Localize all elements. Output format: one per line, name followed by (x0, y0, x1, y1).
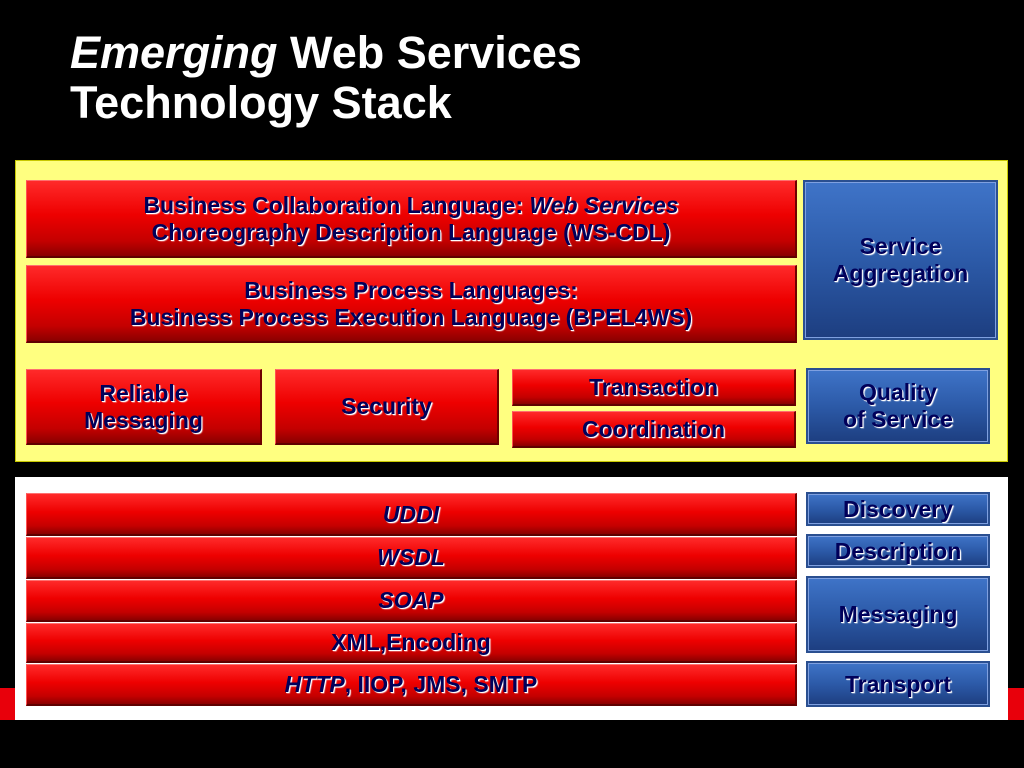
reliable-line2: Messaging (84, 406, 203, 433)
security-box: Security (275, 369, 499, 445)
wsdl-layer: WSDL (26, 537, 797, 579)
soap-layer: SOAP (26, 580, 797, 622)
slide-title: Emerging Web Services Technology Stack (70, 28, 582, 128)
transport-box: Transport (806, 661, 990, 707)
description-box: Description (806, 534, 990, 568)
title-emphasis: Emerging (70, 27, 278, 78)
messaging-box: Messaging (806, 576, 990, 653)
uddi-label: UDDI (382, 500, 440, 527)
bpl-line1: Business Process Languages: (244, 276, 578, 303)
description-label: Description (834, 537, 962, 564)
service-aggregation-box: Service Aggregation (803, 180, 998, 340)
qos-line2: of Service (843, 406, 953, 432)
transport-protocols-layer: HTTP, IIOP, JMS, SMTP (26, 664, 797, 706)
xml-encoding-layer: XML,Encoding (26, 623, 797, 663)
wsdl-label: WSDL (377, 544, 445, 570)
title-line1: Web Services (277, 27, 582, 78)
coordination-label: Coordination (581, 415, 726, 442)
http-label: HTTP (284, 671, 345, 697)
service-aggregation-line2: Aggregation (832, 260, 969, 286)
reliable-messaging-box: Reliable Messaging (26, 369, 262, 445)
quality-of-service-box: Quality of Service (806, 368, 990, 444)
transaction-box: Transaction (512, 369, 796, 406)
uddi-layer: UDDI (26, 493, 797, 536)
bpl-line2: Business Process Execution Language (BPE… (129, 303, 693, 330)
soap-label: SOAP (378, 587, 444, 613)
transport-label: Transport (844, 670, 952, 697)
bpel-layer: Business Process Languages: Business Pro… (26, 265, 797, 343)
bcl-label: Business Collaboration Language: (143, 191, 530, 218)
bcl-line2: Choreography Description Language (WS-CD… (151, 218, 671, 245)
ws-cdl-layer: Business Collaboration Language: Web Ser… (26, 180, 797, 258)
reliable-line1: Reliable (99, 379, 188, 406)
discovery-box: Discovery (806, 492, 990, 526)
discovery-label: Discovery (843, 495, 953, 522)
security-label: Security (341, 393, 432, 419)
transaction-label: Transaction (588, 373, 719, 400)
transport-protocols-label: , IIOP, JMS, SMTP (344, 671, 538, 697)
xml-label: XML,Encoding (331, 629, 491, 655)
service-aggregation-line1: Service (859, 233, 942, 259)
bcl-italic: Web Services (529, 191, 679, 218)
qos-line1: Quality (859, 379, 937, 405)
coordination-box: Coordination (512, 411, 796, 448)
messaging-label: Messaging (838, 601, 958, 627)
title-line2: Technology Stack (70, 77, 452, 128)
